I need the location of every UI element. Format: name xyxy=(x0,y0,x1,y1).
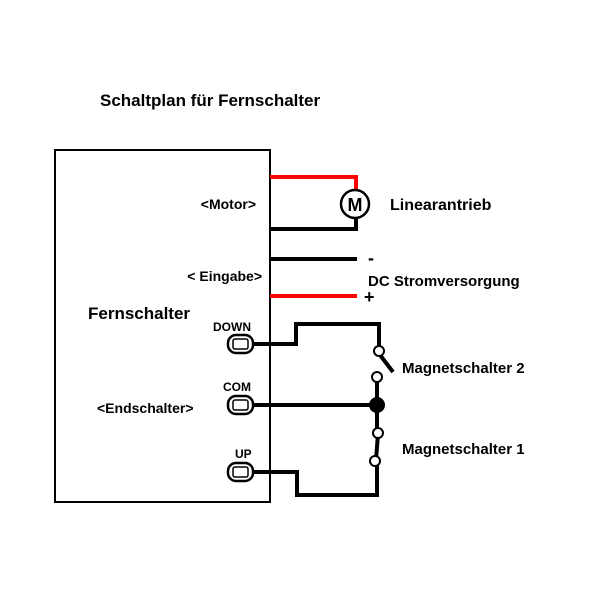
motor-symbol xyxy=(339,188,371,220)
switch-2-lever xyxy=(378,353,395,374)
terminal-up xyxy=(226,461,255,483)
down-wire xyxy=(252,322,381,346)
terminal-up-label: UP xyxy=(235,447,252,461)
switch-2-label: Magnetschalter 2 xyxy=(402,360,525,377)
power-label: DC Stromversorgung xyxy=(368,273,520,290)
motor-negative-wire xyxy=(270,218,358,231)
device-name: Fernschalter xyxy=(88,304,190,323)
motor-symbol-letter: M xyxy=(348,195,363,215)
switch-1-contact-top xyxy=(372,427,384,439)
terminal-down xyxy=(226,333,255,355)
junction-dot xyxy=(369,397,385,413)
motor-port-label: <Motor> xyxy=(201,196,256,212)
up-wire xyxy=(252,462,379,497)
input-port-label: < Eingabe> xyxy=(187,268,262,284)
power-plus-sign: + xyxy=(364,287,375,307)
motor-positive-wire xyxy=(270,175,358,190)
switch-1-contact-bottom xyxy=(369,455,381,467)
switch-2-contact-bottom xyxy=(371,371,383,383)
motor-label: Linearantrieb xyxy=(390,197,492,214)
remote-switch-box xyxy=(54,149,271,503)
diagram-title: Schaltplan für Fernschalter xyxy=(100,91,320,110)
limit-port-label: <Endschalter> xyxy=(97,400,194,416)
terminal-com xyxy=(226,394,255,416)
switch-1-label: Magnetschalter 1 xyxy=(402,441,525,458)
terminal-com-label: COM xyxy=(223,380,251,394)
power-minus-sign: - xyxy=(368,248,374,268)
terminal-down-label: DOWN xyxy=(213,320,251,334)
switch-2-contact-top xyxy=(373,345,385,357)
